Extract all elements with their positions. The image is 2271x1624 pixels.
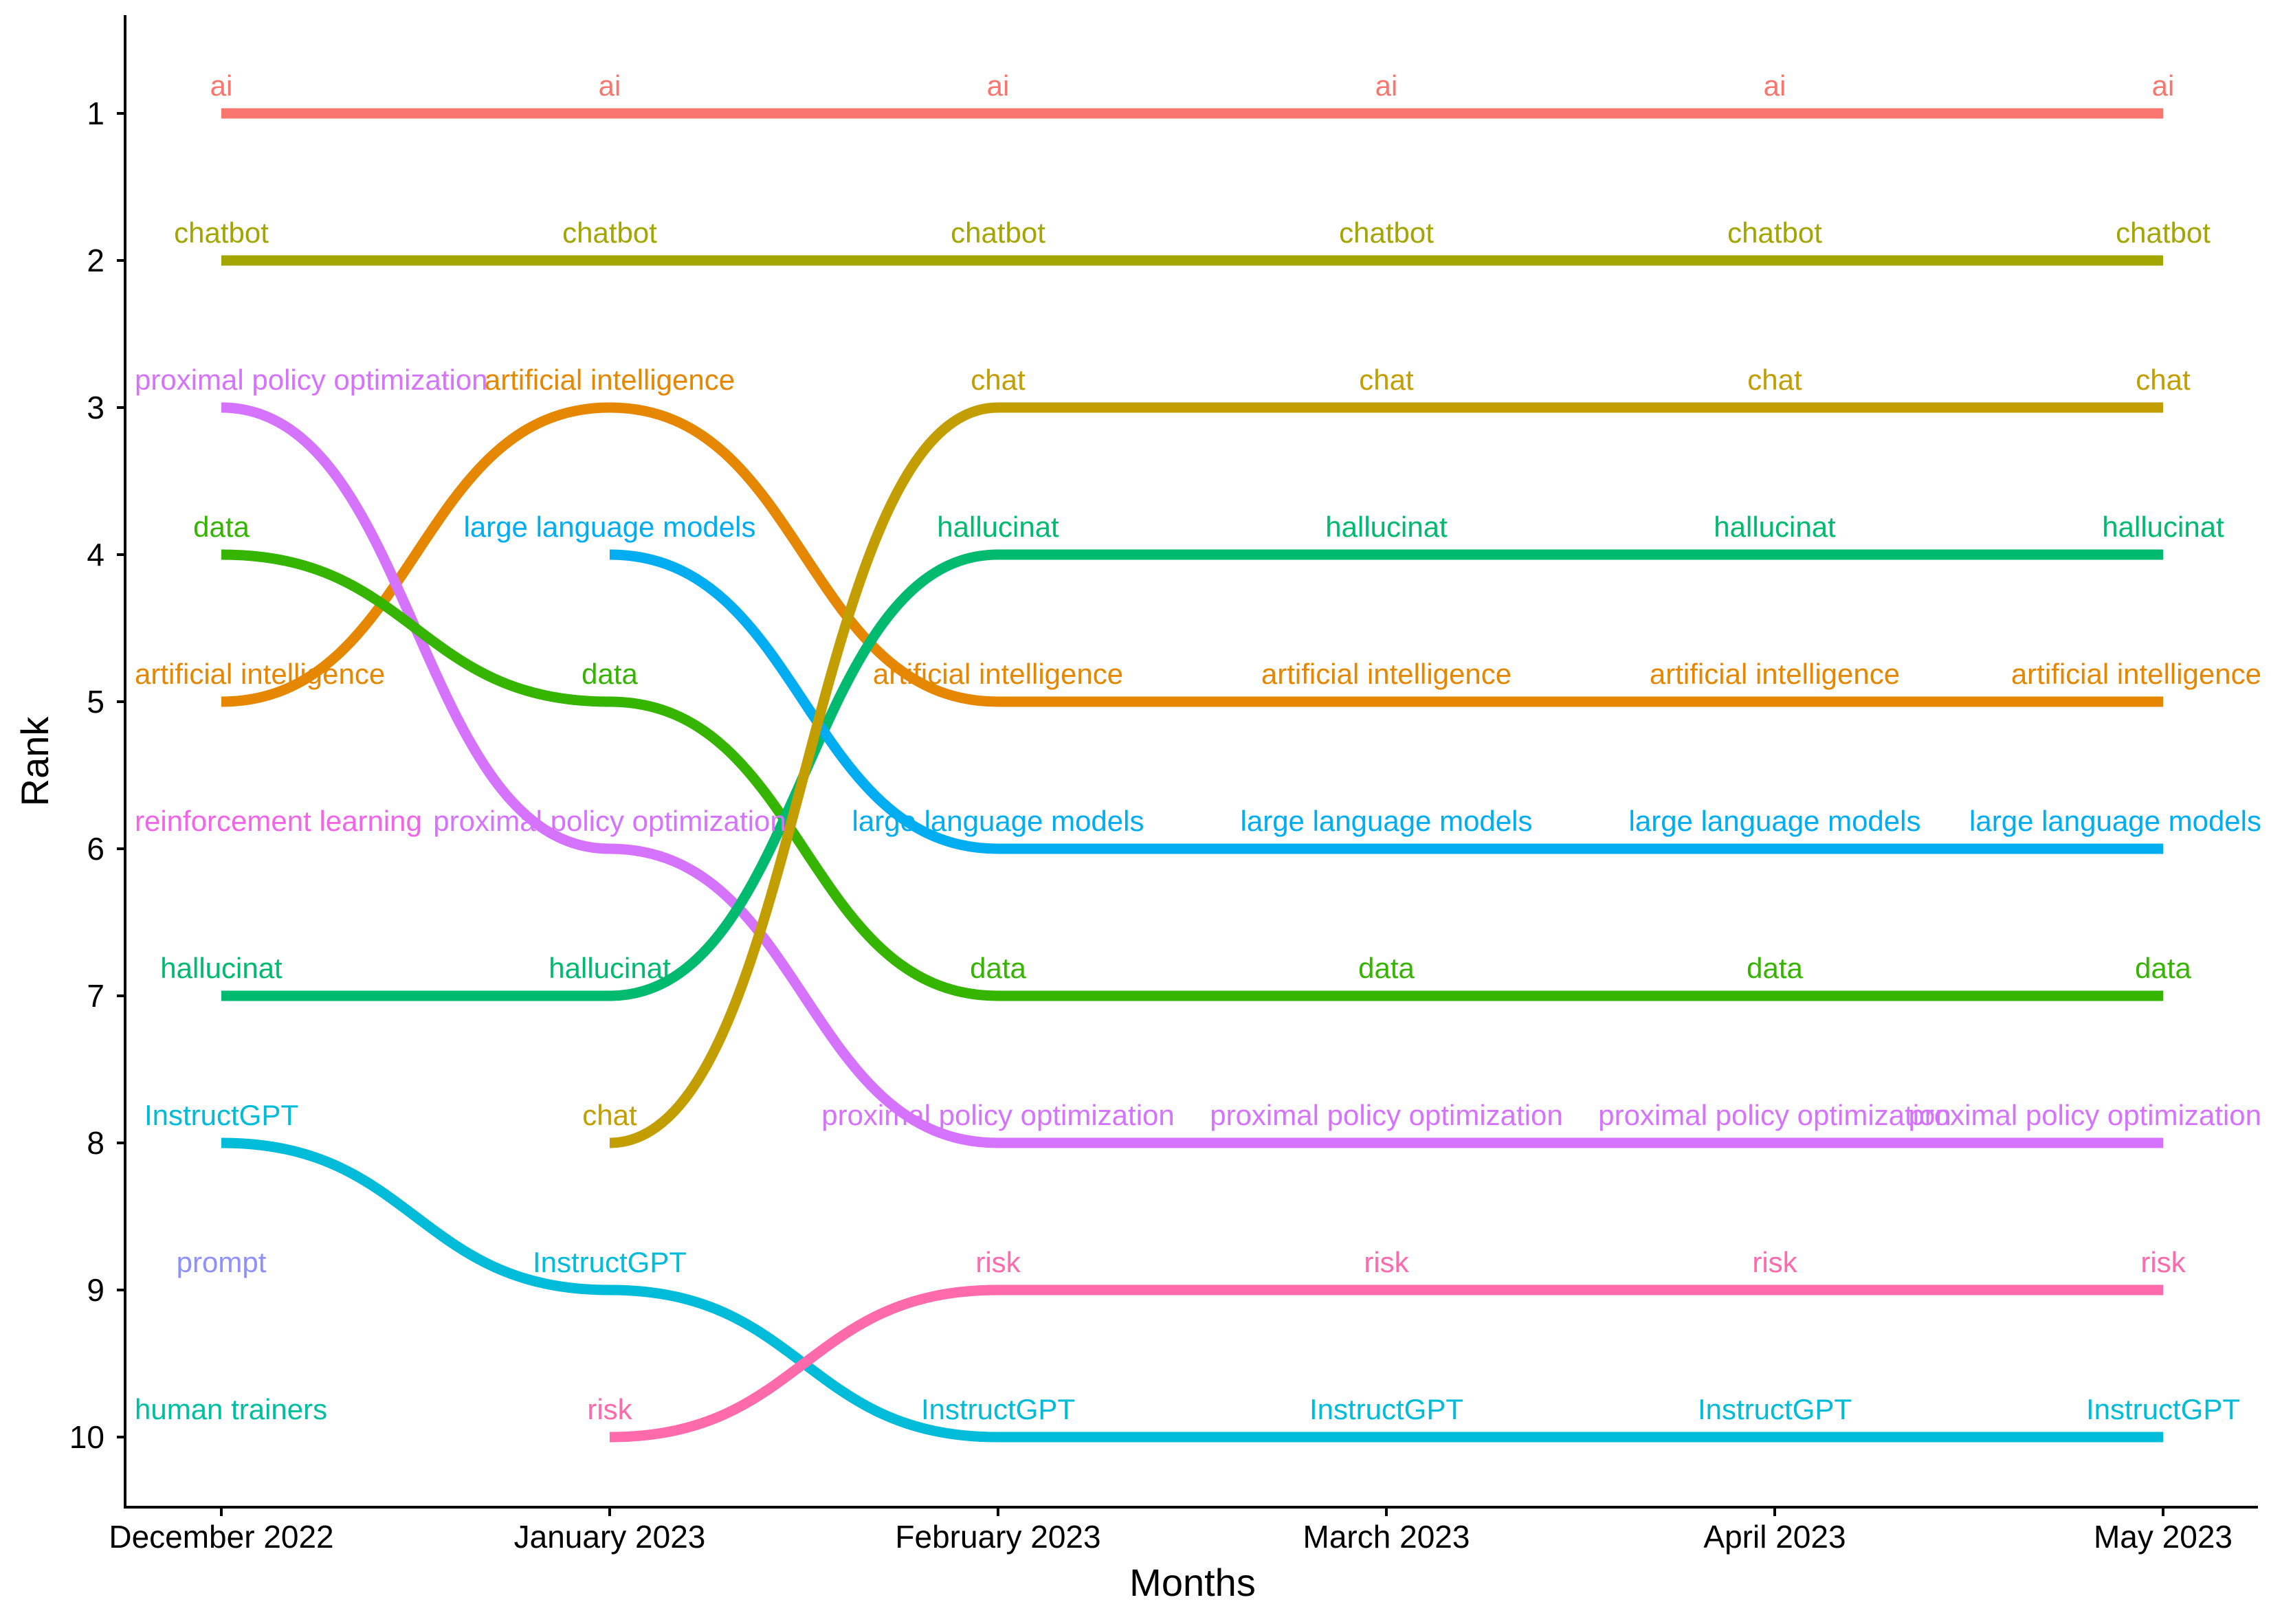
point-label: hallucinat	[1714, 511, 1836, 543]
axes: 1 2 3 4 5 6 7 8 9 10 December 2022 January 2023 Feb…	[13, 15, 2258, 1604]
point-label: data	[970, 952, 1026, 984]
point-label: risk	[975, 1246, 1021, 1278]
point-label: artificial intelligence	[2011, 658, 2261, 690]
point-label: chat	[1747, 364, 1802, 396]
point-label: data	[193, 511, 250, 543]
y-tick-label: 1	[87, 96, 104, 131]
point-label: ai	[987, 69, 1010, 102]
point-label: chat	[582, 1099, 637, 1131]
x-tick-label: March 2023	[1303, 1519, 1470, 1555]
point-label: artificial intelligence	[1650, 658, 1900, 690]
x-tick-label: April 2023	[1703, 1519, 1846, 1555]
point-label: InstructGPT	[921, 1393, 1075, 1425]
point-label: risk	[1364, 1246, 1409, 1278]
point-label: chat	[971, 364, 1026, 396]
point-label: chatbot	[2116, 216, 2211, 249]
point-label: large language models	[1629, 805, 1921, 837]
point-label: human trainers	[135, 1393, 327, 1425]
point-label: risk	[2140, 1246, 2186, 1278]
point-label: artificial intelligence	[873, 658, 1123, 690]
point-label: data	[1358, 952, 1415, 984]
point-label: InstructGPT	[1698, 1393, 1852, 1425]
point-label: chatbot	[1727, 216, 1822, 249]
point-label: ai	[2152, 69, 2175, 102]
x-axis-title: Months	[1129, 1561, 1256, 1604]
y-tick-label: 6	[87, 831, 104, 867]
point-label: data	[581, 658, 638, 690]
point-label: artificial intelligence	[485, 364, 735, 396]
point-label: chatbot	[562, 216, 657, 249]
series-line-8	[221, 1137, 2163, 1443]
point-label: chat	[1359, 364, 1414, 396]
point-label: data	[1747, 952, 1803, 984]
series-line-2	[221, 402, 2163, 707]
series-line-3	[221, 402, 2163, 1148]
x-tick-label: February 2023	[895, 1519, 1100, 1555]
y-tick-label: 8	[87, 1125, 104, 1161]
y-tick-label: 10	[69, 1419, 104, 1455]
series-line-5	[221, 549, 2163, 1001]
y-tick-label: 3	[87, 390, 104, 425]
point-label: large language models	[1241, 805, 1533, 837]
point-label: InstructGPT	[2086, 1393, 2240, 1425]
point-label: reinforcement learning	[135, 805, 422, 837]
series-line-4	[221, 549, 2163, 1001]
point-label: chat	[2136, 364, 2191, 396]
point-label: proximal policy optimization	[1598, 1099, 1951, 1131]
point-label: chatbot	[951, 216, 1045, 249]
point-label: large language models	[464, 511, 756, 543]
point-label: hallucinat	[1325, 511, 1448, 543]
point-label: ai	[1764, 69, 1786, 102]
point-label-layer: ai ai ai ai ai ai chatbot chatbot chatbot chatbot…	[135, 69, 2261, 1425]
point-label: proximal policy optimization	[1210, 1099, 1563, 1131]
point-label: ai	[210, 69, 233, 102]
point-label: artificial intelligence	[135, 658, 385, 690]
point-label: large language models	[852, 805, 1144, 837]
point-label: chatbot	[1339, 216, 1434, 249]
point-label: risk	[1752, 1246, 1797, 1278]
point-label: proximal policy optimization	[433, 805, 786, 837]
point-label: proximal policy optimization	[1908, 1099, 2261, 1131]
y-tick-label: 4	[87, 537, 104, 572]
point-label: InstructGPT	[1309, 1393, 1463, 1425]
x-tick-label: December 2022	[109, 1519, 333, 1555]
point-label: chatbot	[174, 216, 269, 249]
point-label: hallucinat	[549, 952, 671, 984]
x-tick-label: January 2023	[514, 1519, 706, 1555]
point-label: risk	[587, 1393, 632, 1425]
point-label: data	[2135, 952, 2191, 984]
point-label: hallucinat	[937, 511, 1059, 543]
point-label: artificial intelligence	[1261, 658, 1511, 690]
point-label: hallucinat	[2102, 511, 2224, 543]
y-tick-label: 5	[87, 684, 104, 720]
point-label: proximal policy optimization	[821, 1099, 1175, 1131]
y-axis-ticks: 1 2 3 4 5 6 7 8 9 10	[69, 96, 125, 1455]
y-tick-label: 9	[87, 1272, 104, 1308]
x-axis-ticks: December 2022 January 2023 February 2023 Ma…	[109, 1507, 2233, 1555]
point-label: large language models	[1969, 805, 2261, 837]
point-label: prompt	[177, 1246, 267, 1278]
point-label: InstructGPT	[533, 1246, 687, 1278]
y-tick-label: 2	[87, 243, 104, 278]
series-layer	[221, 108, 2163, 1443]
point-label: hallucinat	[160, 952, 283, 984]
point-label: ai	[1375, 69, 1398, 102]
series-line-7	[609, 402, 2163, 1148]
x-tick-label: May 2023	[2094, 1519, 2233, 1555]
y-tick-label: 7	[87, 978, 104, 1014]
point-label: InstructGPT	[144, 1099, 298, 1131]
point-label: proximal policy optimization	[135, 364, 488, 396]
series-line-9	[609, 1284, 2163, 1443]
point-label: ai	[599, 69, 621, 102]
y-axis-title: Rank	[13, 716, 56, 807]
